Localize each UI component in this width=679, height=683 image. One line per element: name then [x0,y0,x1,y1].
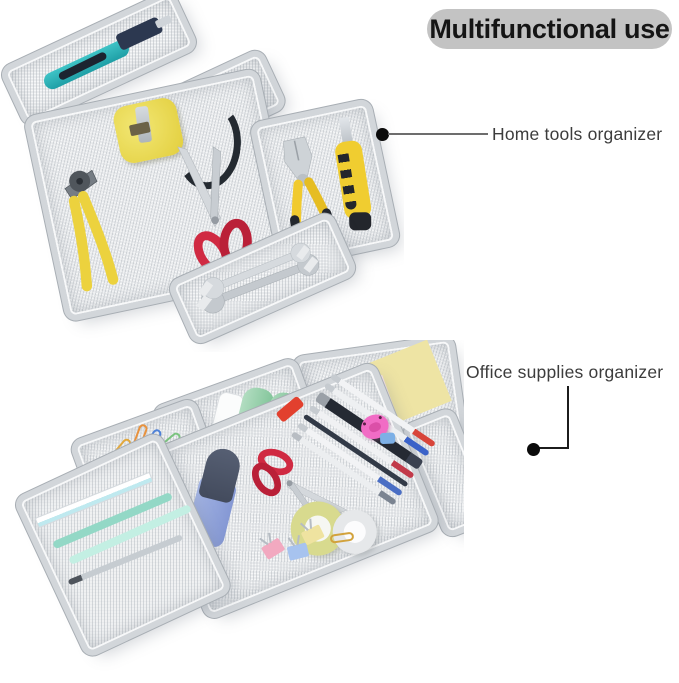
office-supplies-callout-label: Office supplies organizer [466,362,664,382]
utility-knife-blade [154,14,173,29]
badge-label: Multifunctional use [429,13,670,44]
pig-eye [378,415,383,420]
home-tools-callout-label: Home tools organizer [492,124,663,144]
cable-cutter [49,151,169,311]
home-tools-callout-dot [376,128,389,141]
home-tools-callout-line [388,133,488,135]
office-supplies-callout-vline [567,386,569,449]
binder-clip-blue [286,535,310,561]
blue-sharpener [379,432,396,445]
office-supplies-callout-dot [527,443,540,456]
binder-clip-pink [259,532,286,560]
pig-eye [362,421,367,426]
box-cutter-end [349,212,372,231]
home-tools-photo [0,0,404,352]
office-supplies-callout-hline [538,447,568,449]
ruler [34,471,154,529]
office-supplies-photo [12,340,464,683]
multifunctional-use-badge: Multifunctional use [427,9,672,49]
pig-snout [367,420,383,434]
silver-pen [67,534,184,586]
